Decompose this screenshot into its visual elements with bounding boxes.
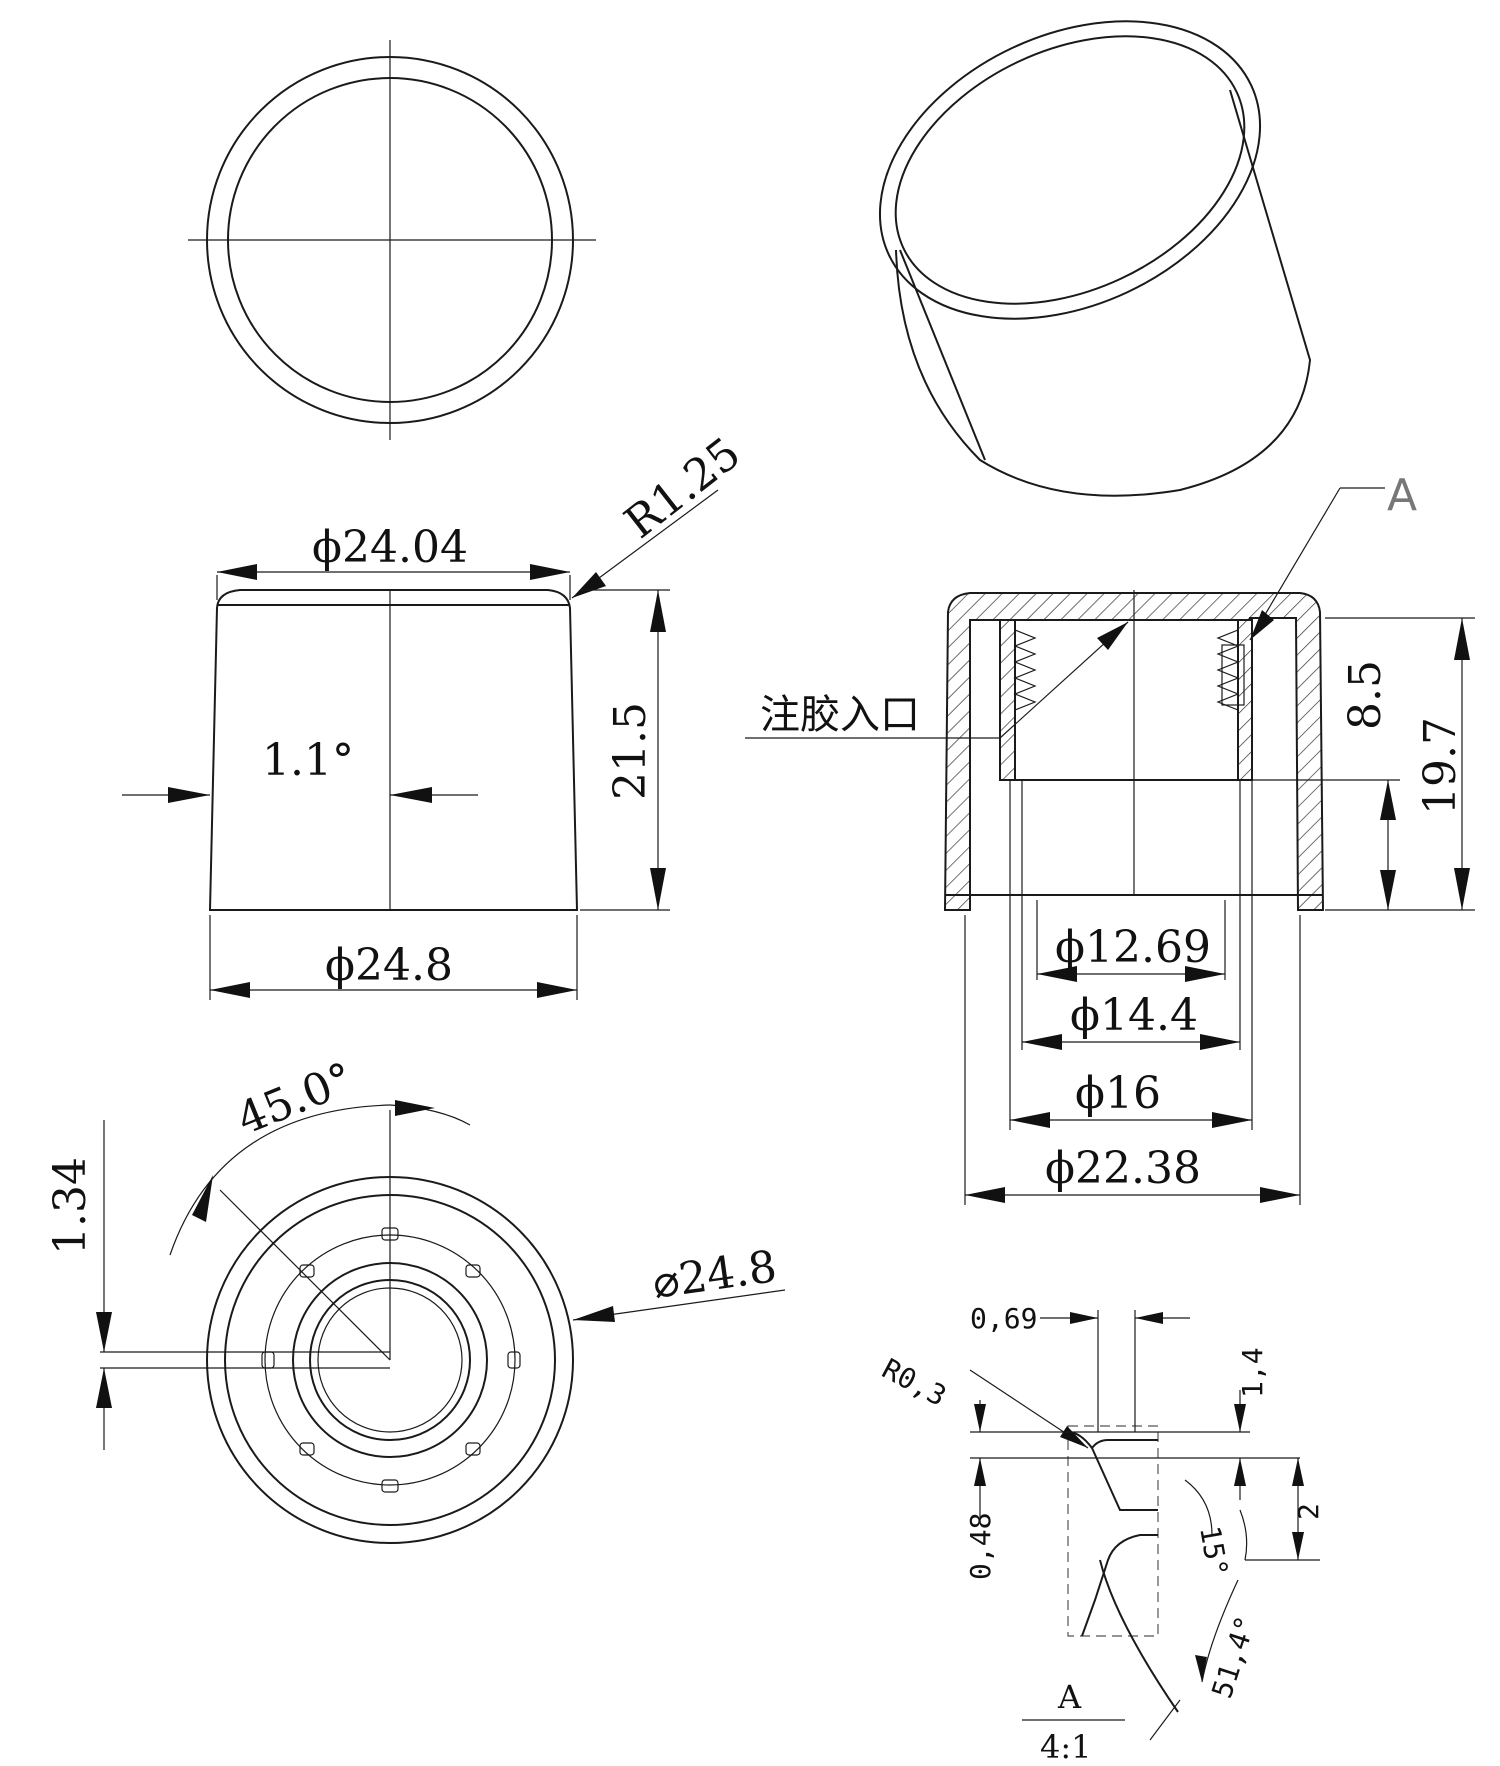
detail-a: 0,69 R0,3 1,4 0,48 2 15° 51,4° xyxy=(877,1302,1325,1766)
detail-height-left: 0,48 xyxy=(964,1513,997,1580)
detail-angle-small: 15° xyxy=(1193,1523,1234,1579)
dim-inner-d3: ϕ16 xyxy=(1075,1068,1161,1119)
detail-angle-large: 51,4° xyxy=(1205,1612,1262,1702)
dim-draft-angle: 1.1° xyxy=(262,735,354,786)
dim-height-total: 21.5 xyxy=(605,702,656,800)
detail-title: A xyxy=(1057,1678,1082,1716)
front-elevation: ϕ24.04 R1.25 21.5 1.1° ϕ24.8 xyxy=(122,428,750,1000)
detail-width: 0,69 xyxy=(970,1302,1037,1335)
dim-inner-d2: ϕ14.4 xyxy=(1070,990,1198,1041)
callout-a: A xyxy=(1387,470,1417,521)
detail-scale: 4:1 xyxy=(1040,1728,1092,1766)
dim-outer-diameter: ⌀24.8 xyxy=(649,1241,779,1309)
dim-rib-width: 1.34 xyxy=(45,1157,96,1255)
dim-inner-d1: ϕ12.69 xyxy=(1055,922,1211,973)
isometric-view xyxy=(878,20,1312,497)
dim-height-section: 19.7 xyxy=(1415,717,1466,815)
dim-top-diameter: ϕ24.04 xyxy=(312,522,468,573)
section-view: A 注胶入口 8.5 19.7 ϕ12.69 ϕ14.4 xyxy=(745,470,1475,1205)
dim-rotation-angle: 45.0° xyxy=(230,1053,360,1145)
detail-pitch-upper: 1,4 xyxy=(1236,1347,1269,1398)
dim-bottom-diameter: ϕ24.8 xyxy=(325,940,453,991)
bottom-view: 45.0° 1.34 ⌀24.8 xyxy=(45,1053,786,1544)
label-injection-gate: 注胶入口 xyxy=(760,692,920,738)
dim-inner-d4: ϕ22.38 xyxy=(1045,1143,1201,1194)
detail-pitch: 2 xyxy=(1292,1503,1325,1520)
dim-thread-depth: 8.5 xyxy=(1340,660,1391,730)
detail-radius: R0,3 xyxy=(877,1352,952,1413)
dim-fillet-radius: R1.25 xyxy=(615,428,750,549)
top-view xyxy=(188,40,596,440)
